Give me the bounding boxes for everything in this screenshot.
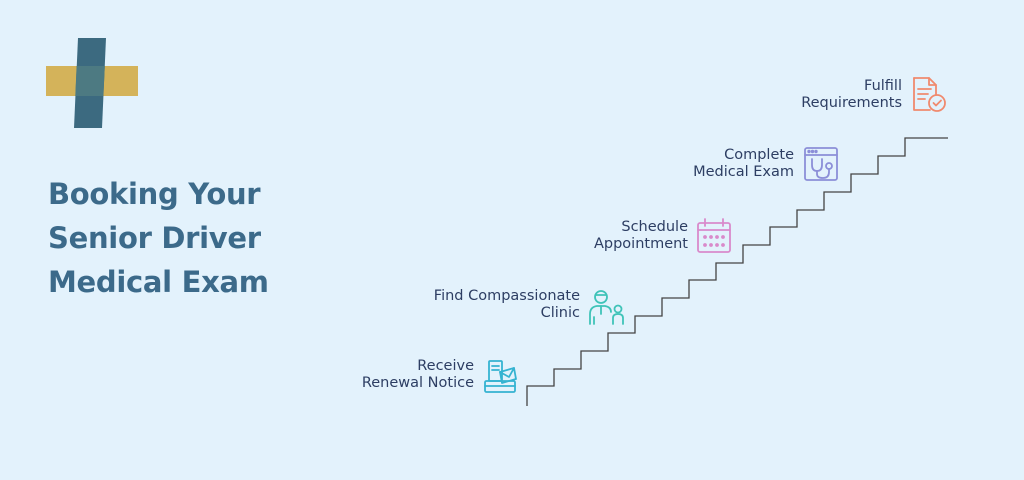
title-line-2: Senior Driver (48, 221, 261, 255)
step-label-line: Schedule (621, 219, 688, 235)
title-line-1: Booking Your (48, 177, 261, 211)
step-label-line: Clinic (540, 305, 580, 321)
step-label-fulfill-requirements: Fulfill Requirements (801, 78, 902, 112)
step-label-schedule-appointment: Schedule Appointment (594, 219, 688, 253)
step-label-line: Appointment (593, 236, 688, 252)
step-label-line: Renewal Notice (361, 375, 474, 391)
step-label-line: Complete (724, 147, 794, 163)
step-label-line: Receive (417, 358, 474, 374)
document-check-icon (913, 77, 946, 112)
mail-tray-icon (484, 360, 517, 393)
logo-cross-icon (46, 38, 138, 128)
step-label-line: Medical Exam (693, 164, 794, 180)
step-label-line: Fulfill (864, 78, 902, 94)
step-label-line: Requirements (801, 95, 902, 111)
stethoscope-browser-icon (804, 147, 838, 181)
step-label-complete-medical-exam: Complete Medical Exam (693, 147, 794, 181)
title-line-3: Medical Exam (48, 265, 269, 299)
calendar-icon (697, 218, 731, 253)
step-label-line: Find Compassionate (433, 288, 580, 304)
page-title: Booking Your Senior Driver Medical Exam (48, 172, 348, 304)
step-label-find-compassionate-clinic: Find Compassionate Clinic (434, 288, 580, 322)
doctor-patient-icon (589, 290, 624, 325)
step-label-receive-renewal-notice: Receive Renewal Notice (362, 358, 474, 392)
